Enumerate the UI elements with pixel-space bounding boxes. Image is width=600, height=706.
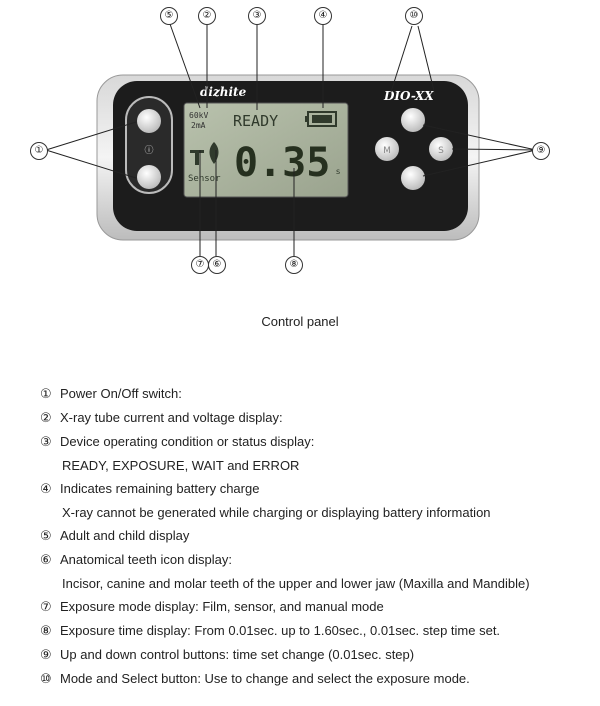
callout-5: ⑤ [160,7,178,25]
callout-10: ⑩ [405,7,423,25]
lcd-small-top: 60kV [189,111,208,120]
callout-6: ⑥ [208,256,226,274]
model-name: DIO-XX [383,89,434,103]
power-button-down [137,165,161,189]
callout-2: ② [198,7,216,25]
callout-1: ① [30,142,48,160]
down-button [401,166,425,190]
brand-logo: dizhite [200,85,247,99]
lcd-time-value: 0.35 [234,140,330,186]
lcd-unit: s [336,167,340,176]
callout-8: ⑧ [285,256,303,274]
callout-3: ③ [248,7,266,25]
svg-text:ⓘ: ⓘ [144,145,153,156]
lcd-mode: Sensor [188,174,221,184]
up-button [401,108,425,132]
adult-icon [190,150,204,165]
select-button [429,137,453,161]
callout-4: ④ [314,7,332,25]
svg-text:M: M [383,146,391,156]
control-panel-figure: ⓘ 60kV 2mA READY 0.35 s Sensor dizhite D… [0,0,600,290]
mode-button [375,137,399,161]
callout-9: ⑨ [532,142,550,160]
callout-7: ⑦ [191,256,209,274]
control-panel-illustration: ⓘ 60kV 2mA READY 0.35 s Sensor dizhite D… [45,23,537,256]
lcd-small-bottom: 2mA [191,121,206,130]
lcd-status: READY [233,112,278,130]
figure-caption: Control panel [261,314,339,329]
svg-text:S: S [438,146,444,156]
leader-lines [45,23,537,256]
power-button-up [137,109,161,133]
